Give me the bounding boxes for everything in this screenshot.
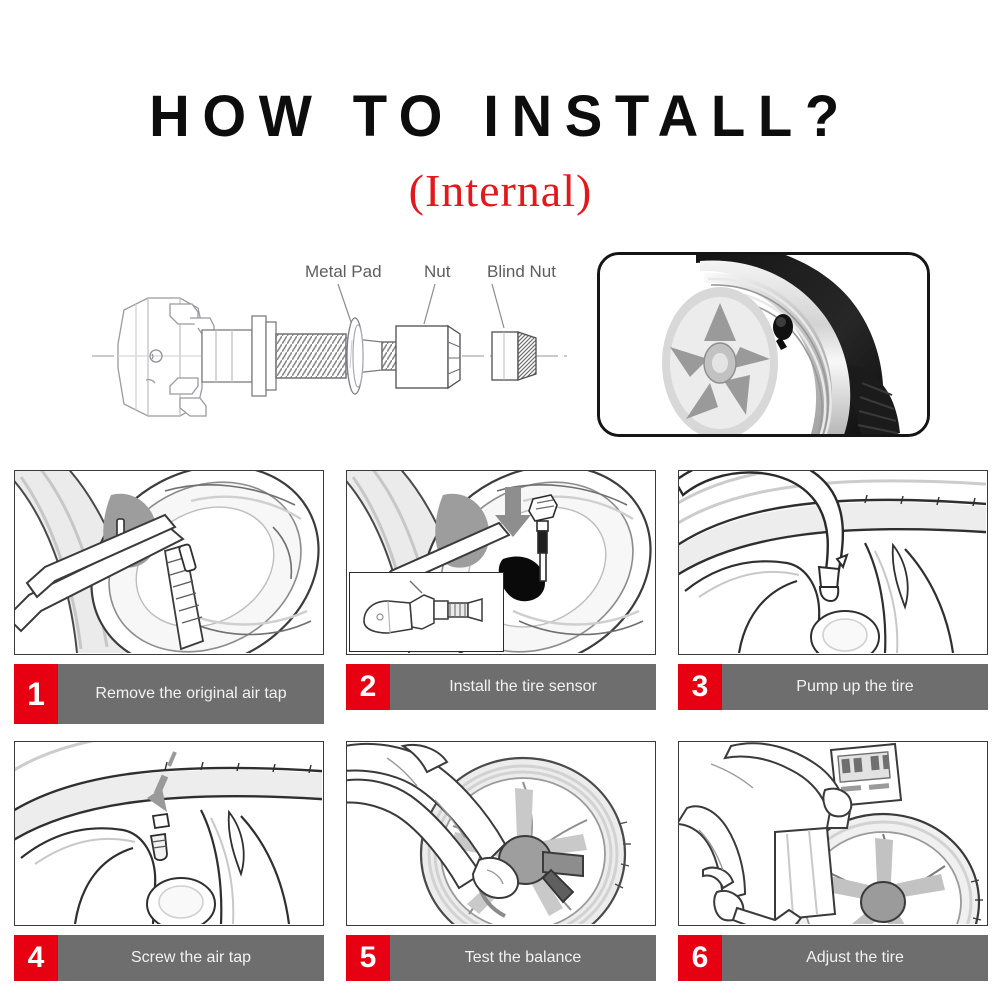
step-4-illustration bbox=[15, 742, 322, 924]
dashed-down-arrow-icon bbox=[147, 751, 177, 812]
step-caption-1: 1 Remove the original air tap bbox=[14, 664, 324, 724]
parts-line-art bbox=[92, 283, 572, 417]
step-card-5: 5 Test the balance bbox=[346, 741, 656, 981]
part-label-metal-pad: Metal Pad bbox=[305, 262, 382, 281]
step-3-illustration bbox=[679, 471, 986, 653]
wheel-photo bbox=[600, 255, 927, 434]
exploded-parts-diagram: Metal Pad Nut Blind Nut bbox=[52, 248, 612, 448]
step-6-illustration bbox=[679, 742, 986, 924]
leader-line-blind-nut bbox=[491, 283, 505, 329]
step-caption-2: 2 Install the tire sensor bbox=[346, 664, 656, 710]
part-nut bbox=[395, 324, 461, 390]
step-number-4: 4 bbox=[14, 935, 58, 981]
step-caption-4: 4 Screw the air tap bbox=[14, 935, 324, 981]
step-text-3: Pump up the tire bbox=[796, 678, 914, 696]
step-figure-4 bbox=[14, 741, 324, 926]
step-card-2: 2 Install the tire sensor bbox=[346, 470, 656, 724]
install-steps-grid: 1 Remove the original air tap bbox=[14, 470, 988, 981]
page-subtitle: (Internal) bbox=[408, 165, 593, 216]
step-number-6: 6 bbox=[678, 935, 722, 981]
step-number-3: 3 bbox=[678, 664, 722, 710]
step-1-illustration bbox=[15, 471, 322, 653]
step-figure-5 bbox=[346, 741, 656, 926]
step-figure-3 bbox=[678, 470, 988, 655]
step-card-3: 3 Pump up the tire bbox=[678, 470, 988, 724]
down-arrow-icon bbox=[495, 487, 531, 537]
step-text-4: Screw the air tap bbox=[130, 949, 252, 967]
step-text-5: Test the balance bbox=[464, 949, 582, 967]
step-number-2: 2 bbox=[346, 664, 390, 710]
step-text-1: Remove the original air tap bbox=[95, 685, 287, 703]
step-caption-3: 3 Pump up the tire bbox=[678, 664, 988, 710]
leader-line-metal-pad bbox=[337, 283, 352, 323]
step-caption-6: 6 Adjust the tire bbox=[678, 935, 988, 981]
step-2-sensor-inset bbox=[349, 572, 504, 652]
part-metal-pad bbox=[346, 317, 364, 395]
part-blind-nut bbox=[491, 331, 537, 381]
step-card-1: 1 Remove the original air tap bbox=[14, 470, 324, 724]
step-text-6: Adjust the tire bbox=[806, 949, 904, 967]
part-label-nut: Nut bbox=[424, 262, 451, 281]
step-figure-6 bbox=[678, 741, 988, 926]
sensor-closeup bbox=[350, 573, 502, 650]
title-block: HOW TO INSTALL? (Internal) bbox=[0, 88, 1001, 214]
valve-sensor-marker bbox=[773, 314, 793, 350]
tpms-sensor-body bbox=[117, 297, 215, 417]
step-number-5: 5 bbox=[346, 935, 390, 981]
step-figure-1 bbox=[14, 470, 324, 655]
step-caption-5: 5 Test the balance bbox=[346, 935, 656, 981]
leader-line-nut bbox=[423, 283, 436, 325]
page-title: HOW TO INSTALL? bbox=[149, 84, 852, 149]
wheel-photo-inset bbox=[597, 252, 930, 437]
step-5-illustration bbox=[347, 742, 654, 924]
step-card-4: 4 Screw the air tap bbox=[14, 741, 324, 981]
step-number-1: 1 bbox=[14, 664, 58, 724]
part-label-blind-nut: Blind Nut bbox=[487, 262, 556, 281]
step-text-2: Install the tire sensor bbox=[449, 678, 597, 696]
step-figure-2 bbox=[346, 470, 656, 655]
step-card-6: 6 Adjust the tire bbox=[678, 741, 988, 981]
